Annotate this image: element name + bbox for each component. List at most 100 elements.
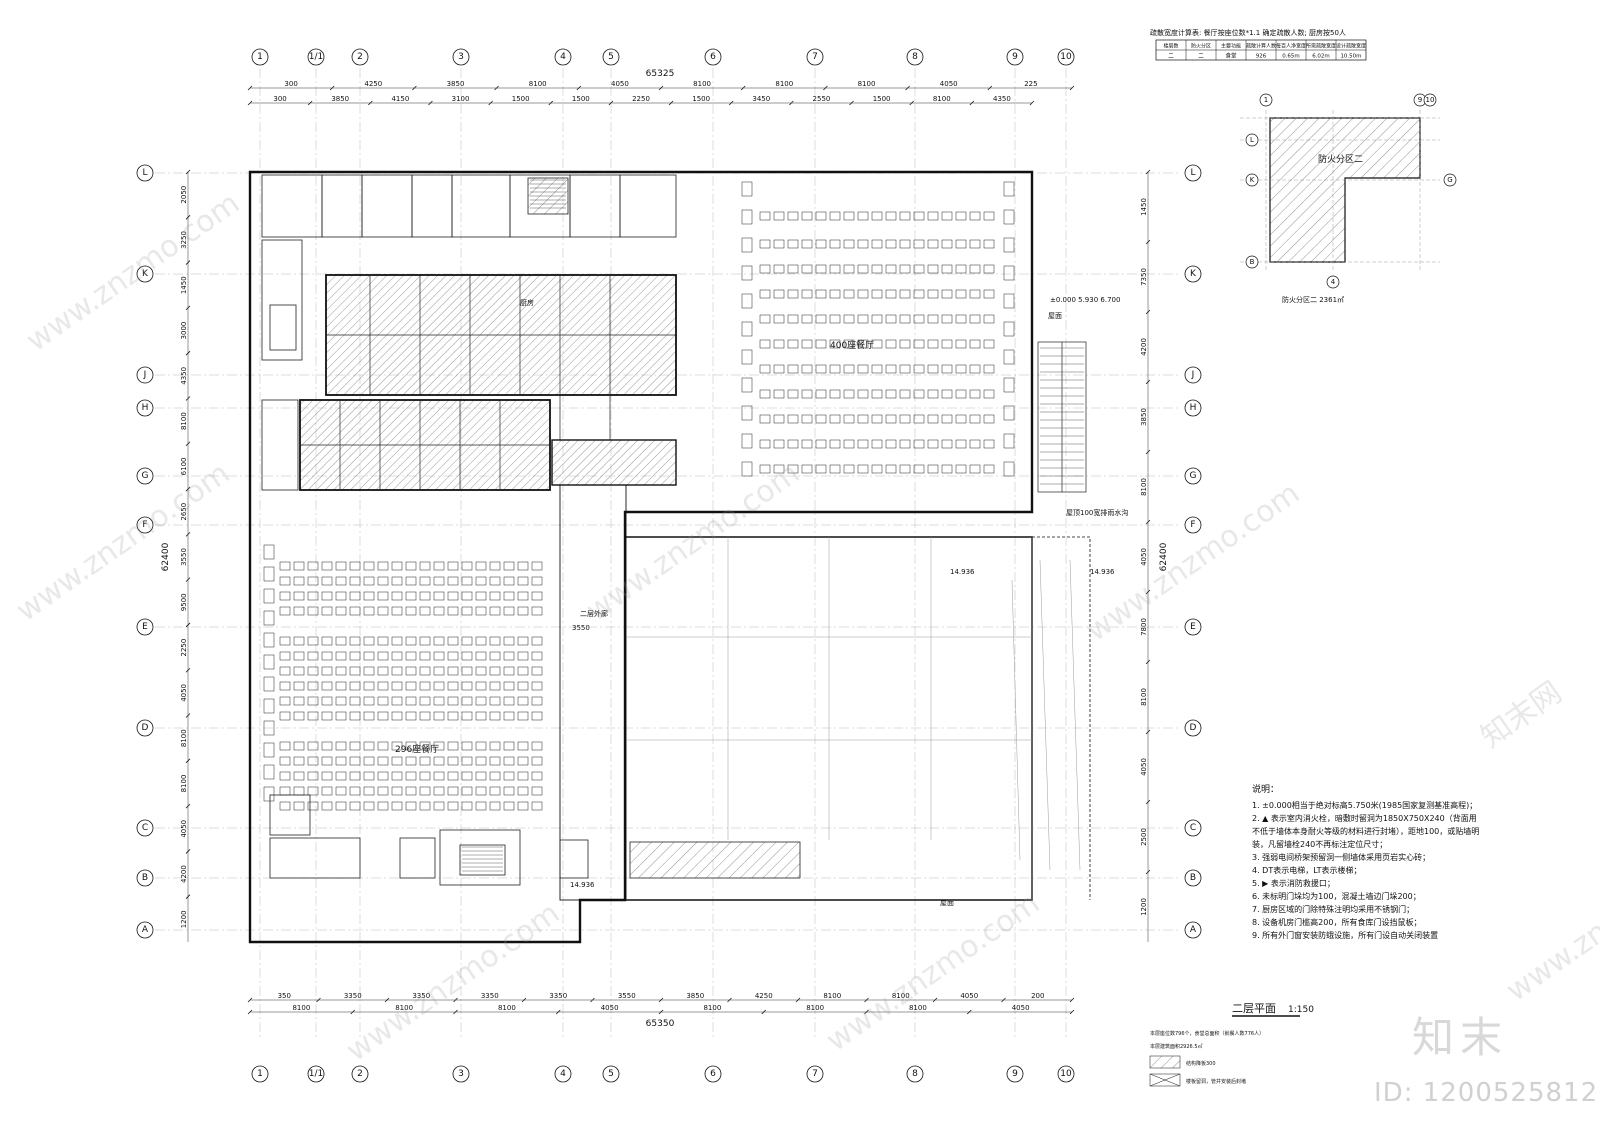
dimension-text: 8100 [806,1004,824,1012]
column-axis-bubble: 1/1 [307,48,325,66]
dining-table [503,741,515,751]
dining-table [489,591,501,601]
dining-table [461,666,473,676]
dining-table [377,591,389,601]
dining-table [307,606,319,616]
note-3: 3. 强弱电间桥架预留洞一侧墙体采用页岩实心砖； [1252,853,1431,862]
dining-table [741,181,753,197]
dining-table [293,636,305,646]
dining-table [461,771,473,781]
dimension-text: 8100 [180,412,188,430]
dining-table [983,211,995,221]
dining-table [829,439,841,449]
table-data-cell: 二 [1168,54,1174,60]
keyplan-axis-bubble: 1 [1259,93,1273,107]
exit-tag-mid: 14.936 [950,568,975,576]
dining-table [927,289,939,299]
dining-table [293,741,305,751]
dining-table [1003,293,1015,309]
dimension-text: 4050 [601,1004,619,1012]
svg-text:H: H [1190,403,1197,413]
dining-table [363,756,375,766]
row-axis-bubble: C [1184,819,1202,837]
dining-table [503,771,515,781]
dining-table [531,756,543,766]
svg-text:9: 9 [1012,1069,1018,1079]
dining-table [801,414,813,424]
dining-table [391,561,403,571]
dining-table [433,561,445,571]
dining-table [419,801,431,811]
note-4: 4. DT表示电梯，LT表示楼梯； [1252,866,1362,875]
dimension-text: 4050 [1140,548,1148,566]
dining-table [885,464,897,474]
column-axis-bubble: 5 [602,48,620,66]
dining-table [969,414,981,424]
dining-table [447,741,459,751]
dining-table [461,741,473,751]
dining-table [391,606,403,616]
column-axis-bubble: 2 [351,48,369,66]
dining-table [377,756,389,766]
dining-table [363,786,375,796]
dining-table [801,339,813,349]
legend-line2: 本层建筑面积2926.5㎡ [1150,1043,1203,1050]
dining-table [307,591,319,601]
evacuation-table: 疏散宽度计算表: 餐厅按座位数*1.1 确定疏散人数; 厨房按50人 楼层数二防… [1150,28,1367,61]
dimension-text: 1500 [692,95,710,103]
dining-table [503,696,515,706]
dining-table [759,439,771,449]
dining-table [815,239,827,249]
svg-text:4: 4 [560,52,566,62]
dining-table [377,771,389,781]
dining-table [531,696,543,706]
dining-table [885,439,897,449]
dining-table [517,801,529,811]
svg-text:5: 5 [608,52,614,62]
dining-table [419,786,431,796]
row-axis-bubble: J [136,366,154,384]
svg-text:H: H [142,403,149,413]
dining-table [447,756,459,766]
dining-table [279,666,291,676]
dining-table [913,339,925,349]
dining-table [741,461,753,477]
elevation-label: ±0.000 5.930 6.700 [1050,296,1120,304]
dining-table [899,464,911,474]
svg-text:A: A [1190,925,1197,935]
dimension-text: 8100 [703,1004,721,1012]
dining-table [829,211,841,221]
dining-table [503,786,515,796]
row-axis-bubble: K [1184,265,1202,283]
dining-table [899,314,911,324]
dining-table [983,239,995,249]
dining-table [363,801,375,811]
image-id: ID: 1200525812 [1374,1078,1599,1108]
dining-tables-west [263,544,543,811]
dimension-text: 4200 [180,865,188,883]
dining-table [899,339,911,349]
svg-text:6: 6 [710,52,716,62]
note-7: 7. 厨房区域的门除特殊注明均采用不锈钢门； [1252,905,1415,914]
dining-table [1003,461,1015,477]
dining-table [927,414,939,424]
dining-table [857,314,869,324]
dining-table [461,561,473,571]
dining-table [517,756,529,766]
row-axis-bubble: A [1184,921,1202,939]
dining-table [503,576,515,586]
dimension-text: 2050 [180,186,188,204]
dining-table [475,591,487,601]
dining-table [433,576,445,586]
dining-table [263,676,275,692]
dimension-text: 8100 [180,729,188,747]
dining-table [969,364,981,374]
dining-table [843,264,855,274]
dining-table [461,636,473,646]
dining-table [475,756,487,766]
table-caption: 疏散宽度计算表: 餐厅按座位数*1.1 确定疏散人数; 厨房按50人 [1150,28,1346,37]
row-axis-bubble: B [1184,869,1202,887]
dimension-text: 8100 [909,1004,927,1012]
dining-table [279,576,291,586]
